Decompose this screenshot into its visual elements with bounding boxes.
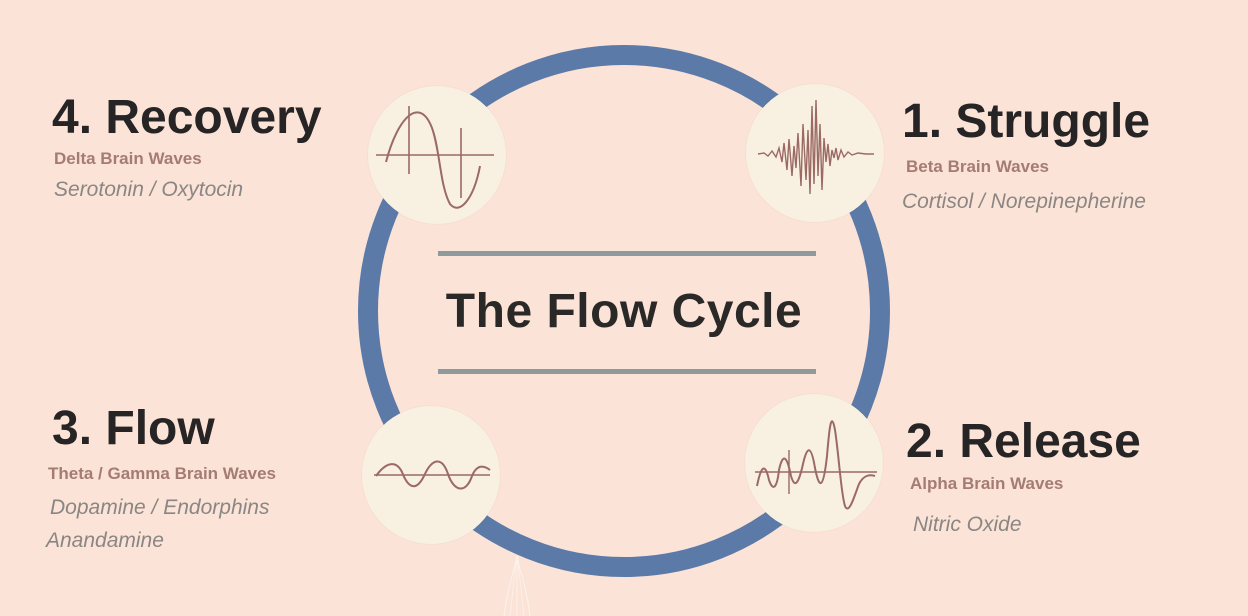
recovery-node	[368, 86, 506, 224]
struggle-node	[746, 84, 884, 222]
beta-wave-icon	[757, 99, 874, 195]
title-divider-top	[438, 251, 816, 256]
flow-wave-label: Theta / Gamma Brain Waves	[48, 464, 277, 483]
recovery-chemicals-label: Serotonin / Oxytocin	[54, 178, 244, 201]
release-title: 2. Release	[906, 415, 1141, 468]
diagram-title: The Flow Cycle	[445, 285, 803, 338]
release-wave-label: Alpha Brain Waves	[910, 474, 1064, 493]
click-ripple-icon	[503, 556, 531, 616]
release-node	[745, 394, 883, 532]
recovery-title: 4. Recovery	[52, 91, 322, 144]
flow-chemicals-label-2: Anandamine	[46, 529, 164, 552]
flow-chemicals-label: Dopamine / Endorphins	[50, 496, 270, 519]
recovery-wave-label: Delta Brain Waves	[54, 149, 202, 168]
title-divider-bottom	[438, 369, 816, 374]
alpha-wave-icon	[755, 420, 877, 510]
flow-node	[362, 406, 500, 544]
struggle-wave-label: Beta Brain Waves	[906, 157, 1049, 176]
delta-wave-icon	[376, 106, 494, 209]
release-chemicals-label: Nitric Oxide	[913, 513, 1022, 536]
flow-title: 3. Flow	[52, 402, 215, 455]
struggle-chemicals-label: Cortisol / Norepinepherine	[902, 190, 1146, 213]
theta-gamma-wave-icon	[374, 460, 491, 490]
struggle-title: 1. Struggle	[902, 95, 1151, 148]
